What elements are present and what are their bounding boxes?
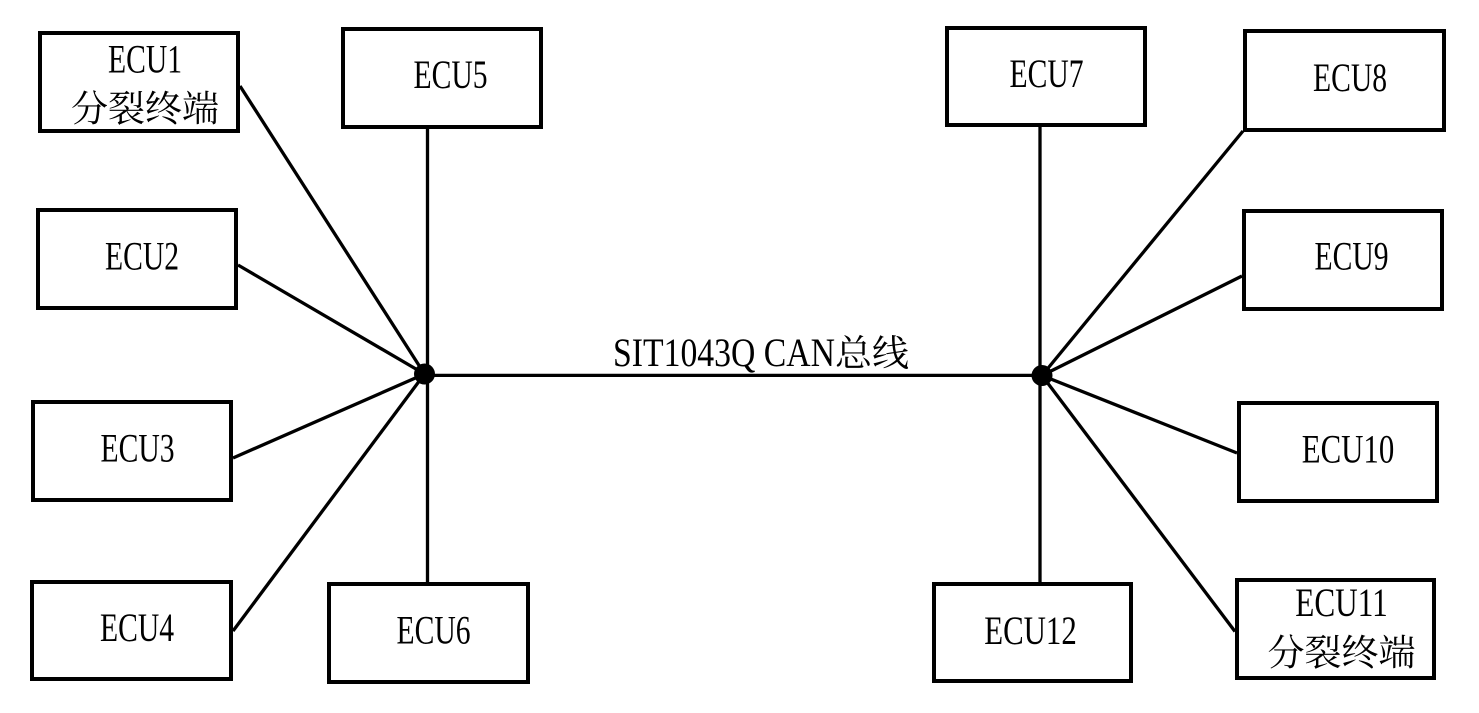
svg-text:ECU11: ECU11 (1295, 580, 1388, 625)
node-ecu10-box (1237, 401, 1439, 503)
node-ecu8-label: ECU8 (1313, 55, 1387, 100)
bus-label: SIT1043Q CAN (613, 330, 909, 375)
svg-text:ECU4: ECU4 (100, 605, 174, 650)
svg-text:ECU3: ECU3 (101, 426, 175, 471)
node-ecu1-sublabel (72, 90, 218, 125)
bus-label-text: SIT1043Q CAN (613, 330, 909, 375)
node-ecu12-box (932, 582, 1133, 683)
node-ecu10-label: ECU10 (1302, 427, 1395, 472)
node-ecu8-box (1243, 29, 1446, 132)
edge-ecu10 (1041, 373, 1238, 455)
node-ecu1: ECU1 (38, 31, 240, 133)
node-ecu7: ECU7 (945, 26, 1147, 127)
node-ecu3: ECU3 (31, 400, 233, 502)
node-ecu6-label: ECU6 (397, 608, 471, 653)
svg-text:SIT1043Q CAN: SIT1043Q CAN (613, 330, 835, 375)
edge-ecu8 (1040, 129, 1245, 377)
node-ecu6-box (327, 582, 530, 684)
edge-ecu1 (238, 85, 426, 375)
svg-text:ECU7: ECU7 (1010, 51, 1084, 96)
node-ecu5: ECU5 (341, 27, 543, 129)
node-ecu9: ECU9 (1242, 209, 1444, 311)
bus-junction-right (1031, 365, 1053, 386)
node-ecu3-box (31, 400, 233, 502)
edge-ecu4 (231, 373, 426, 632)
bus-junction-left (414, 363, 435, 385)
node-ecu2-label: ECU2 (105, 234, 179, 279)
edge-ecu11 (1040, 374, 1237, 633)
node-ecu5-box (341, 27, 543, 129)
svg-text:ECU12: ECU12 (984, 608, 1077, 653)
edge-ecu2 (237, 263, 426, 376)
node-ecu12-label: ECU12 (984, 608, 1077, 653)
node-ecu10: ECU10 (1237, 401, 1439, 503)
svg-text:ECU9: ECU9 (1315, 234, 1389, 279)
node-ecu11-label: ECU11 (1295, 580, 1388, 625)
svg-text:ECU5: ECU5 (414, 52, 488, 97)
node-ecu4-box (30, 580, 233, 681)
bus-edges (231, 85, 1245, 633)
node-ecu12: ECU12 (932, 582, 1133, 683)
node-ecu11-box (1235, 578, 1436, 680)
node-ecu8: ECU8 (1243, 29, 1446, 132)
node-ecu11: ECU11 (1235, 578, 1436, 680)
node-ecu6: ECU6 (327, 582, 530, 684)
svg-text:ECU10: ECU10 (1302, 427, 1395, 472)
svg-text:ECU1: ECU1 (108, 37, 182, 82)
node-ecu9-label: ECU9 (1315, 234, 1389, 279)
edge-ecu3 (232, 372, 426, 460)
edge-ecu9 (1041, 274, 1243, 377)
node-ecu3-label: ECU3 (101, 426, 175, 471)
svg-text:ECU6: ECU6 (397, 608, 471, 653)
node-ecu7-label: ECU7 (1010, 51, 1084, 96)
node-ecu2-box (36, 208, 238, 310)
node-ecu4: ECU4 (30, 580, 233, 681)
node-ecu4-label: ECU4 (100, 605, 174, 650)
node-ecu1-label: ECU1 (108, 37, 182, 82)
nodes: ECU1 ECU2 ECU3 ECU4 ECU5 ECU6 ECU7 (30, 26, 1446, 684)
node-ecu9-box (1242, 209, 1444, 311)
node-ecu5-label: ECU5 (414, 52, 488, 97)
svg-text:ECU8: ECU8 (1313, 55, 1387, 100)
svg-text:ECU2: ECU2 (105, 234, 179, 279)
node-ecu1-box (38, 31, 240, 133)
node-ecu11-sublabel (1268, 634, 1415, 669)
node-ecu2: ECU2 (36, 208, 238, 310)
node-ecu7-box (945, 26, 1147, 127)
